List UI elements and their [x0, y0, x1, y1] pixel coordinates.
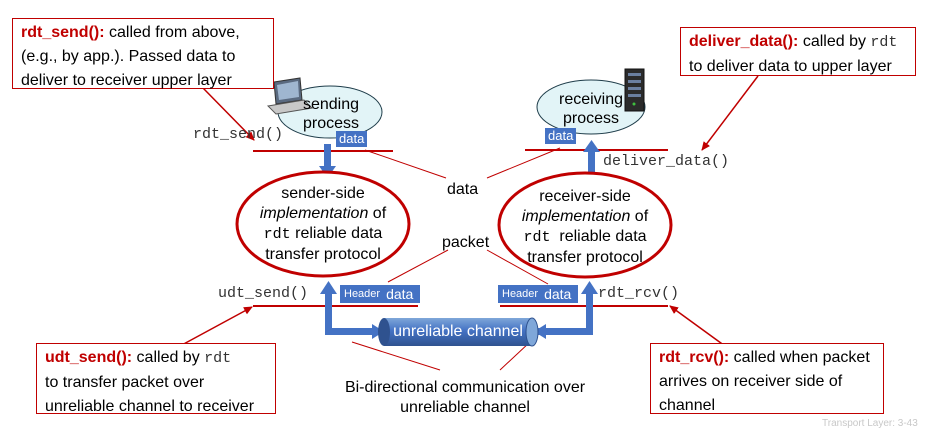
rdt-rcv-pointer: [669, 305, 726, 347]
server-rack-icon: [624, 68, 645, 112]
rdt-rcv-desc-1: called when packet: [729, 349, 870, 366]
packet-connector-right: [486, 249, 549, 285]
unreliable-channel-tube: [378, 317, 539, 347]
deliver-data-keyword: deliver_data():: [689, 33, 799, 50]
sender-impl-italic: implementation: [259, 205, 369, 222]
udt-send-desc-3: unreliable channel to receiver: [45, 398, 255, 415]
receiver-impl-italic: implementation: [521, 208, 631, 225]
bidir-connector-left: [351, 341, 441, 371]
laptop-computer-icon: [266, 77, 314, 115]
deliver-data-arrow: [583, 140, 600, 176]
bidirectional-line2: unreliable channel: [400, 399, 530, 416]
packet-label: packet: [442, 234, 490, 251]
receiving-process-line1: receiving: [558, 91, 624, 108]
sending-process-line1: sending: [302, 96, 360, 113]
sender-packet-data: data: [386, 286, 414, 302]
udt-send-rdt-code: rdt: [204, 350, 232, 367]
sender-packet: Header data: [340, 285, 420, 303]
receiver-impl-line3: reliable data: [550, 228, 647, 245]
sender-impl-of: of: [368, 205, 387, 222]
deliver-data-desc-2: to deliver data to upper layer: [689, 58, 892, 75]
sender-impl-line4: transfer protocol: [265, 246, 381, 263]
data-label: data: [447, 181, 479, 198]
receiver-impl-text: receiver-side implementation of rdt reli…: [502, 187, 668, 268]
deliver-data-function-label: deliver_data(): [603, 153, 730, 170]
receiver-side-implementation: [497, 171, 673, 279]
rdt-send-desc-1: called from above,: [104, 24, 240, 41]
udt-send-keyword: udt_send():: [45, 349, 133, 366]
sending-data-tag: data: [336, 131, 368, 147]
receiver-impl-line1: receiver-side: [539, 188, 631, 205]
unreliable-channel-label: unreliable channel: [393, 323, 523, 340]
receiver-impl-of: of: [630, 208, 649, 225]
rdt-rcv-desc-2: arrives on receiver side of: [659, 373, 843, 390]
data-connector-left: [364, 149, 447, 179]
deliver-data-pointer: [701, 75, 759, 151]
receiving-process-line2: process: [562, 110, 620, 127]
receiving-process-bubble: [536, 79, 646, 135]
rdt-send-callout: rdt_send(): called from above, (e.g., by…: [12, 18, 274, 89]
rdt-rcv-callout: rdt_rcv(): called when packet arrives on…: [650, 343, 884, 414]
bidirectional-line1: Bi-directional communication over: [344, 379, 586, 396]
rdt-send-function-label: rdt_send(): [193, 126, 284, 143]
rdt-send-pointer: [202, 87, 255, 141]
packet-connector-left: [387, 249, 449, 283]
sending-process-label: sending process: [290, 95, 372, 133]
rdt-send-keyword: rdt_send():: [21, 24, 105, 41]
bidirectional-caption: Bi-directional communication over unreli…: [340, 378, 590, 418]
deliver-data-callout: deliver_data(): called by rdt to deliver…: [680, 27, 916, 76]
udt-send-desc-1: called by: [132, 349, 205, 366]
channel-flow-arrows: [320, 281, 598, 339]
receiver-impl-rdt-code: rdt: [523, 229, 551, 246]
receiving-process-label: receiving process: [545, 90, 637, 128]
deliver-data-rdt-code: rdt: [870, 34, 898, 51]
udt-send-function-label: udt_send(): [218, 285, 309, 302]
rdt-send-desc-2: (e.g., by app.). Passed data to: [21, 48, 236, 65]
sender-side-implementation: [235, 170, 411, 278]
receiver-packet: Header data: [498, 285, 578, 303]
receiver-impl-line4: transfer protocol: [527, 249, 643, 266]
udt-send-callout: udt_send(): called by rdt to transfer pa…: [36, 343, 276, 415]
sender-packet-header: Header: [344, 288, 381, 300]
rdt-rcv-function-label: rdt_rcv(): [598, 285, 680, 302]
rdt-rcv-desc-3: channel: [659, 397, 716, 414]
rdt-send-desc-3: deliver to receiver upper layer: [21, 72, 232, 89]
receiver-packet-header: Header: [502, 288, 539, 300]
sending-process-line2: process: [302, 115, 360, 132]
rdt-rcv-keyword: rdt_rcv():: [659, 349, 730, 366]
sender-impl-rdt-code: rdt: [263, 226, 291, 243]
sender-impl-line3: reliable data: [290, 225, 383, 242]
udt-send-desc-2: to transfer packet over: [45, 374, 205, 391]
sender-impl-line1: sender-side: [281, 185, 365, 202]
slide-footer: Transport Layer: 3-43: [822, 418, 918, 429]
bidir-connector-right: [499, 341, 531, 371]
receiving-data-tag: data: [545, 128, 577, 144]
sender-impl-text: sender-side implementation of rdt reliab…: [240, 184, 406, 265]
data-connector-right: [486, 147, 561, 179]
udt-send-pointer: [179, 306, 253, 347]
receiver-packet-data: data: [544, 286, 572, 302]
deliver-data-desc-1: called by: [798, 33, 871, 50]
